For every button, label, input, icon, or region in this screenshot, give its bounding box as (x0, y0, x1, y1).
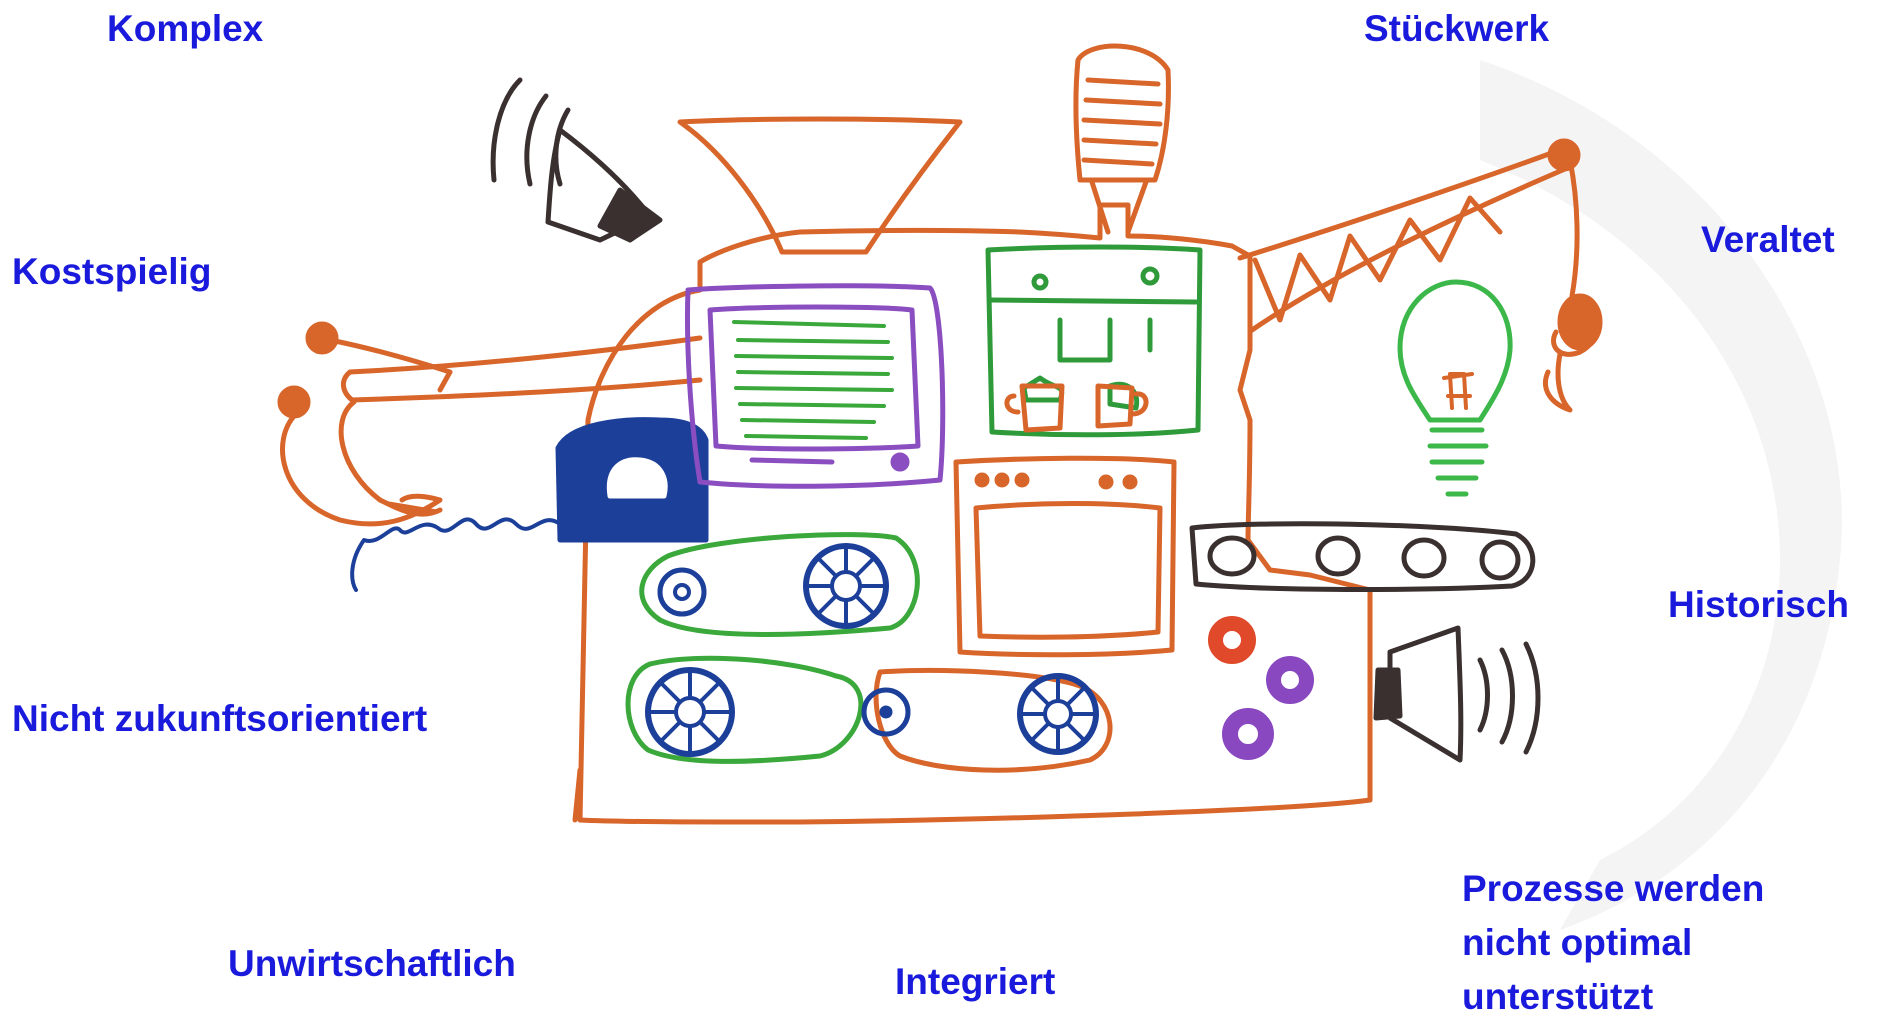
machine-body (572, 202, 1373, 825)
label-komplex: Komplex (107, 8, 264, 49)
telephone (555, 417, 709, 543)
speaker-top-left (490, 77, 663, 243)
label-kostspielig: Kostspielig (12, 251, 212, 292)
monitor-text-lines (732, 320, 894, 440)
label-nicht-zukunftsorientiert: Nicht zukunftsorientiert (12, 698, 428, 739)
speaker-right (1373, 625, 1541, 763)
crane-arm (1237, 138, 1581, 333)
microphone (1073, 43, 1171, 235)
label-integriert: Integriert (895, 961, 1056, 1002)
label-prozesse-line-3: unterstützt (1462, 976, 1654, 1017)
control-panel (985, 244, 1203, 438)
oven (953, 455, 1177, 658)
belt-drive-bottom (625, 655, 1113, 773)
telephone-cord (350, 517, 562, 592)
label-veraltet: Veraltet (1701, 219, 1835, 260)
label-prozesse-line-2: nicht optimal (1462, 922, 1693, 963)
background-watermark (1480, 60, 1842, 930)
label-prozesse-line-1: Prozesse werden (1462, 868, 1765, 909)
label-historisch: Historisch (1668, 584, 1849, 625)
gears (1208, 616, 1314, 760)
light-bulb (1397, 279, 1513, 497)
crane-hook (1543, 157, 1603, 413)
conveyor (1189, 521, 1536, 592)
label-stueckwerk: Stückwerk (1364, 8, 1550, 49)
claw-arm (277, 321, 703, 527)
label-unwirtschaftlich: Unwirtschaftlich (228, 943, 516, 984)
belt-drive-top (639, 532, 920, 638)
monitor (685, 283, 946, 489)
funnel (677, 116, 963, 255)
control-panel-cups (1004, 383, 1149, 433)
